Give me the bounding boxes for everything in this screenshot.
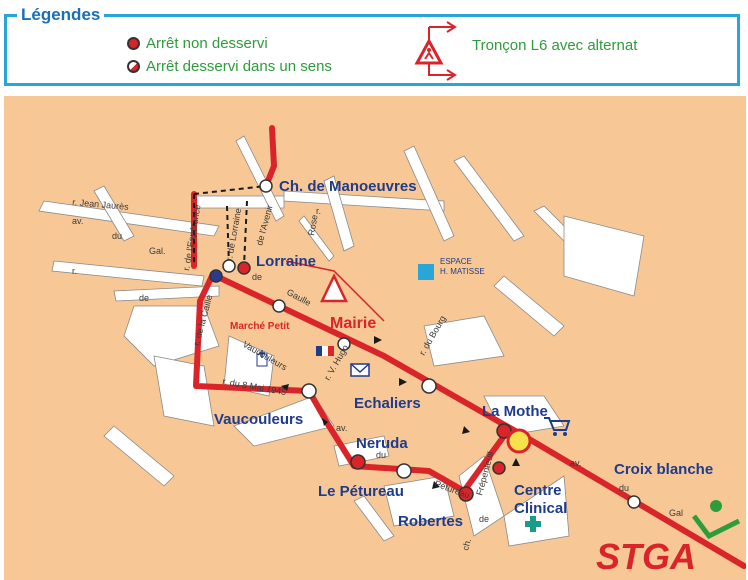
street-de-1: de	[139, 293, 149, 303]
legend-one-way: Arrêt desservi dans un sens	[127, 58, 332, 75]
label-le-petureau: Le Pétureau	[318, 483, 404, 500]
stop-lorraine-east[interactable]	[237, 261, 251, 275]
stga-logo-text: STGA	[596, 536, 696, 577]
legend-title: Légendes	[17, 5, 105, 25]
shopping-cart-icon	[544, 417, 571, 436]
street-du-3: du	[376, 450, 386, 460]
label-mairie: Mairie	[330, 315, 376, 332]
route-map: Ch. de Manoeuvres Lorraine Marché Petit …	[4, 96, 746, 580]
street-jean-jaures: r. Jean Jaurès	[72, 197, 130, 212]
post-office-icon	[350, 363, 370, 377]
stops-group	[209, 179, 641, 509]
legend-not-served: Arrêt non desservi	[127, 35, 268, 52]
stop-le-petureau[interactable]	[396, 463, 412, 479]
stop-neruda[interactable]	[350, 454, 366, 470]
label-lorraine: Lorraine	[256, 253, 316, 270]
street-av-3: av.	[336, 423, 347, 433]
street-avenir: de l'Avenir	[254, 204, 274, 247]
legend-panel: Légendes Arrêt non desservi Arrêt desser…	[4, 5, 740, 86]
medical-cross-icon	[525, 516, 541, 532]
stop-lorraine-west[interactable]	[209, 269, 223, 283]
stop-mairie[interactable]	[337, 337, 351, 351]
street-rose: Rose	[306, 214, 319, 236]
label-clinical: Clinical	[514, 500, 567, 517]
street-gaulle: Gaulle	[285, 287, 313, 308]
street-de-2: de	[252, 272, 262, 282]
stop-robertes[interactable]	[458, 486, 474, 502]
alternating-callout	[285, 260, 385, 322]
stop-la-mothe[interactable]	[496, 423, 512, 439]
town-hall-icon	[316, 346, 334, 356]
street-r-1: r.	[72, 266, 77, 276]
label-centre: Centre	[514, 482, 562, 499]
street-gal-2: Gal	[669, 508, 683, 518]
label-marche-petit: Marché Petit	[230, 321, 290, 332]
map-canvas: Ch. de Manoeuvres Lorraine Marché Petit …	[38, 125, 746, 577]
label-echaliers: Echaliers	[354, 395, 421, 412]
stop-vaucouleurs[interactable]	[301, 383, 317, 399]
legend-alternating-label: Tronçon L6 avec alternat	[472, 37, 638, 54]
church-icon	[256, 350, 268, 367]
espace-label: ESPACE	[440, 257, 472, 266]
street-rose-r: r.	[316, 206, 321, 216]
street-ch: ch.	[460, 537, 473, 551]
street-gal-1: Gal.	[149, 246, 166, 256]
stop-marche-petit[interactable]	[272, 299, 286, 313]
roundabout-icon	[506, 428, 532, 454]
half-stop-icon	[127, 60, 140, 73]
legend-one-way-label: Arrêt desservi dans un sens	[146, 58, 332, 75]
alternating-traffic-icon	[414, 21, 457, 81]
label-neruda: Neruda	[356, 435, 408, 452]
street-esperance: r. de l'Espérance	[181, 204, 202, 271]
street-du-1: du	[112, 231, 122, 241]
matisse-label: H. MATISSE	[440, 267, 485, 276]
street-av-2: av.	[570, 458, 581, 468]
espace-icon	[418, 264, 434, 280]
street-de-3: de	[479, 514, 489, 524]
street-du-2: du	[619, 483, 629, 493]
red-stop-icon	[127, 37, 140, 50]
stop-centre-clinical[interactable]	[492, 461, 506, 475]
label-vaucouleurs: Vaucouleurs	[214, 411, 303, 428]
stop-croix-blanche[interactable]	[627, 495, 641, 509]
legend-not-served-label: Arrêt non desservi	[146, 35, 268, 52]
stop-manoeuvres[interactable]	[259, 179, 273, 193]
legend-alternating: Tronçon L6 avec alternat	[472, 37, 637, 54]
stop-echaliers[interactable]	[421, 378, 437, 394]
label-robertes: Robertes	[398, 513, 463, 530]
label-manoeuvres: Ch. de Manoeuvres	[279, 178, 417, 195]
stop-lorraine-mid[interactable]	[222, 259, 236, 273]
label-la-mothe: La Mothe	[482, 403, 548, 420]
direction-arrows	[281, 336, 520, 489]
stga-logo: STGA	[596, 500, 741, 577]
label-croix-blanche: Croix blanche	[614, 461, 713, 478]
roadworks-icon	[320, 273, 348, 303]
street-av-1: av.	[72, 216, 83, 226]
alternating-section	[193, 185, 267, 267]
